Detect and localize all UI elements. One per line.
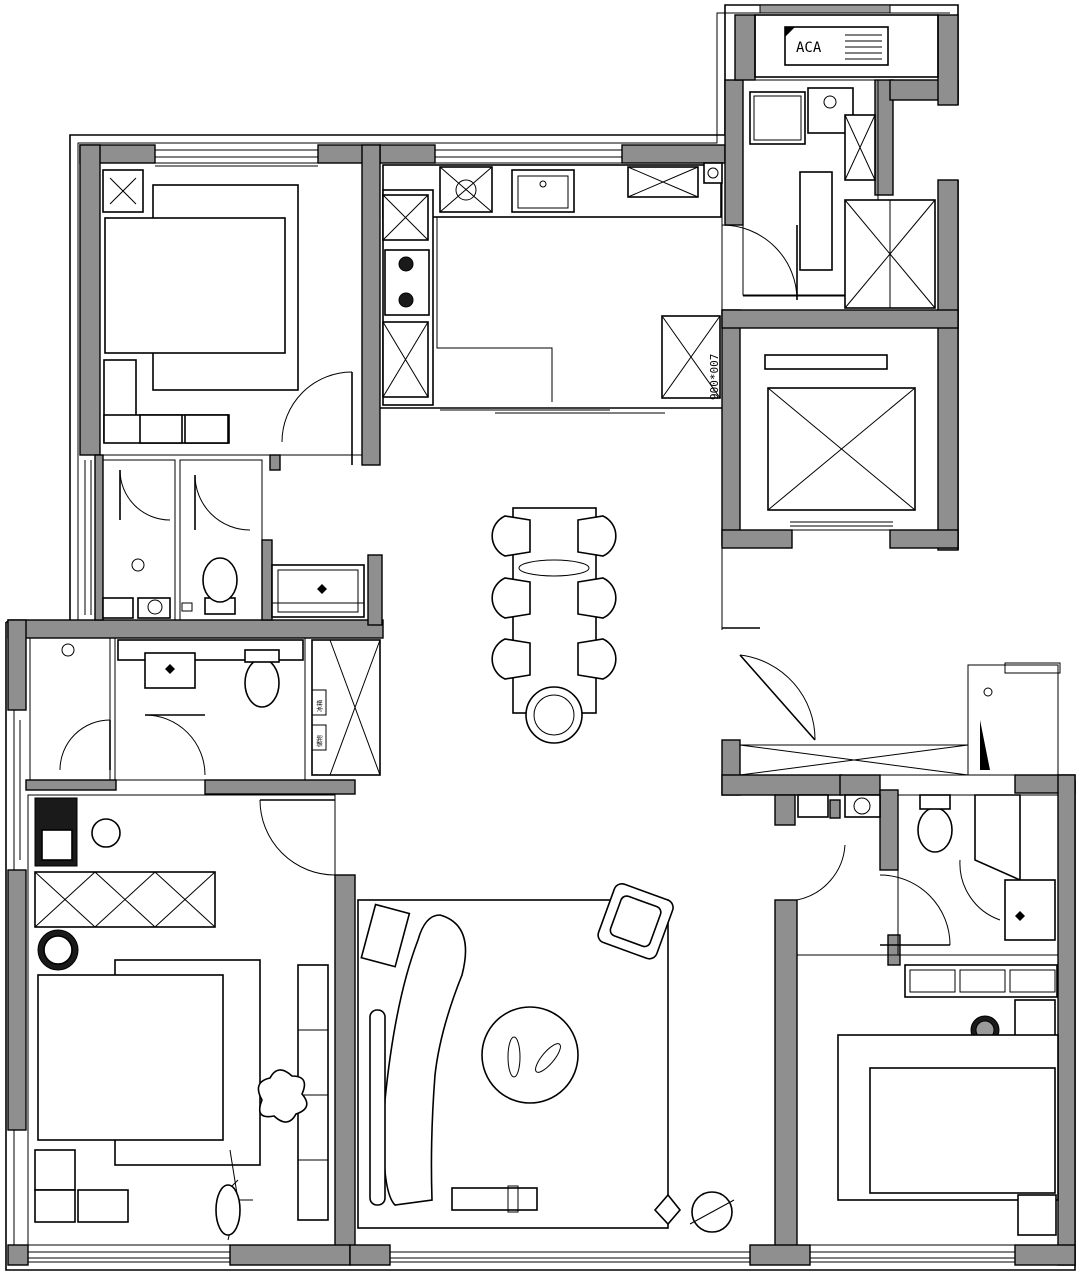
coffee-table	[481, 1006, 579, 1104]
elevator-dimension: 900*007	[708, 354, 721, 400]
kitchen	[379, 162, 798, 414]
bedroom-top-left	[99, 162, 363, 465]
door-swing	[144, 714, 206, 776]
door-swing	[259, 799, 336, 876]
walls	[7, 14, 1076, 1266]
armchair	[597, 883, 674, 960]
living-room	[357, 883, 735, 1233]
ac-unit: ACA	[754, 14, 939, 78]
elevator: 900*007	[708, 327, 939, 531]
kitchen-sink	[511, 169, 575, 213]
bedroom-bottom-right	[796, 954, 1059, 1246]
door-swing	[59, 719, 111, 771]
cabinet-label-2: 储物	[316, 735, 324, 747]
tv-cabinet	[451, 1187, 538, 1211]
ac-unit-label: ACA	[796, 40, 822, 56]
door-swing	[959, 859, 1001, 921]
dining-area	[491, 507, 617, 744]
door-swing	[721, 224, 798, 301]
laundry-area	[742, 79, 936, 309]
windows	[13, 4, 1061, 1259]
cabinet-label-1: 冰箱	[316, 700, 324, 712]
bathroom-3	[739, 664, 1059, 956]
washing-machine	[749, 91, 806, 145]
door-swing	[281, 371, 353, 443]
door-swing	[194, 474, 251, 531]
bathroom-1	[102, 454, 365, 621]
door-swing	[879, 874, 951, 946]
bedroom-bottom-left	[27, 794, 336, 1246]
curved-sofa	[382, 914, 467, 1206]
bathroom-2: 冰箱 储物	[29, 637, 381, 781]
dining-chair	[491, 515, 617, 680]
toilet	[244, 658, 280, 708]
door-swing	[796, 844, 846, 901]
person-figure	[215, 1184, 241, 1236]
toilet	[917, 807, 953, 853]
door-swing	[119, 469, 171, 521]
entrance-door	[721, 545, 816, 741]
